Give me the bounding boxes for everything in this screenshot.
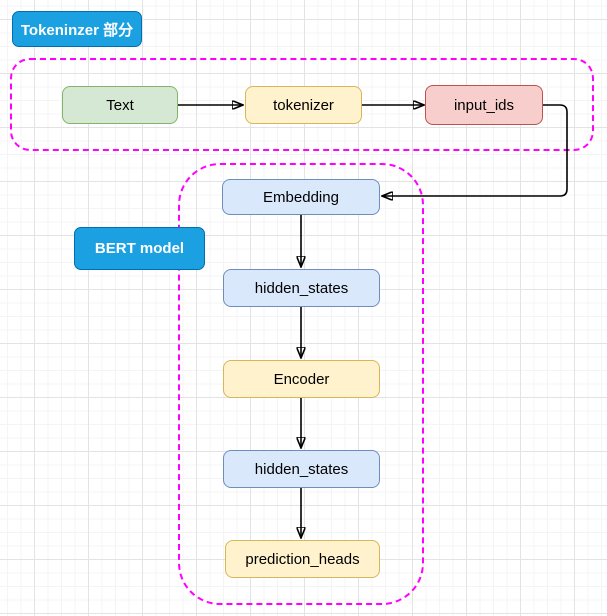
tokenizer-section-label[interactable]: Tokeninzer 部分 xyxy=(12,11,142,47)
tokenizer-section-container[interactable] xyxy=(10,58,594,151)
node-prediction-heads[interactable]: prediction_heads xyxy=(225,540,380,578)
node-text[interactable]: Text xyxy=(62,86,178,124)
node-input-ids[interactable]: input_ids xyxy=(425,85,543,125)
node-hidden-states-1[interactable]: hidden_states xyxy=(223,269,380,307)
bert-model-container[interactable] xyxy=(178,163,424,605)
node-hidden-states-2[interactable]: hidden_states xyxy=(223,450,380,488)
bert-model-label[interactable]: BERT model xyxy=(74,227,205,270)
node-tokenizer[interactable]: tokenizer xyxy=(245,86,362,124)
node-encoder[interactable]: Encoder xyxy=(223,360,380,398)
node-embedding[interactable]: Embedding xyxy=(222,179,380,215)
